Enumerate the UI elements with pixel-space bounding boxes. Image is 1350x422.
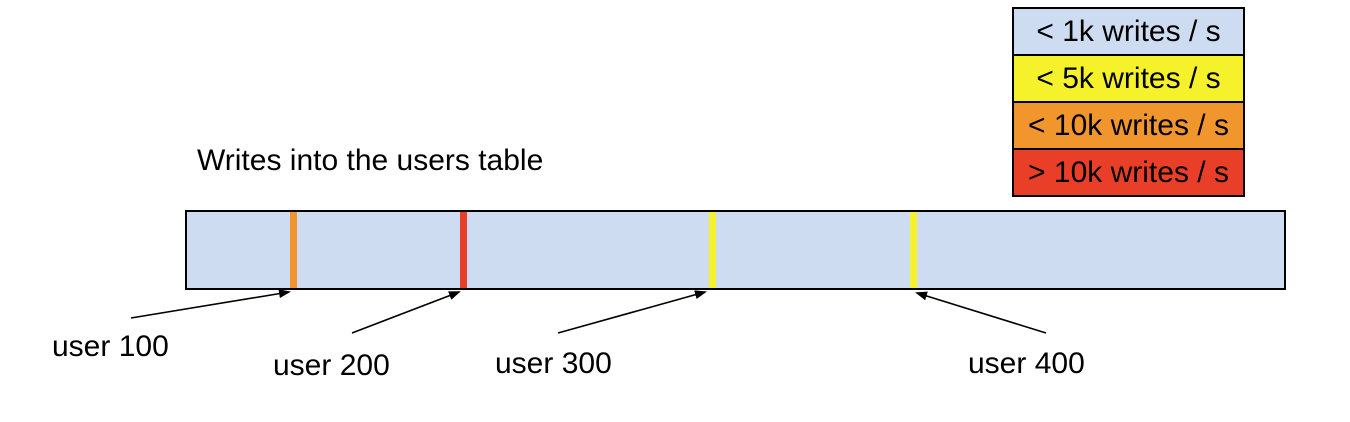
legend-item-2: < 5k writes / s [1012, 54, 1245, 103]
callout-arrow-user-400 [915, 291, 1047, 334]
write-marker-user-100 [289, 212, 297, 288]
legend-item-3: < 10k writes / s [1012, 101, 1245, 150]
legend-item-label: < 5k writes / s [1036, 61, 1221, 95]
users-table-bar [185, 210, 1286, 290]
diagram-title: Writes into the users table [197, 144, 544, 177]
label-user-200: user 200 [273, 349, 390, 382]
label-user-100: user 100 [52, 330, 169, 363]
write-marker-user-400 [909, 212, 917, 288]
label-user-300: user 300 [495, 347, 612, 380]
legend-item-1: < 1k writes / s [1012, 7, 1245, 56]
legend-item-label: < 10k writes / s [1028, 108, 1229, 142]
legend-item-4: > 10k writes / s [1012, 148, 1245, 197]
callout-arrow-user-200 [351, 291, 461, 334]
legend-item-label: > 10k writes / s [1028, 155, 1229, 189]
write-marker-user-300 [708, 212, 716, 288]
label-user-400: user 400 [968, 347, 1085, 380]
legend: < 1k writes / s < 5k writes / s < 10k writ… [1012, 7, 1245, 197]
callout-arrow-user-300 [557, 290, 707, 334]
legend-item-label: < 1k writes / s [1036, 14, 1221, 48]
write-marker-user-200 [459, 212, 467, 288]
callout-arrow-user-100 [130, 289, 291, 319]
